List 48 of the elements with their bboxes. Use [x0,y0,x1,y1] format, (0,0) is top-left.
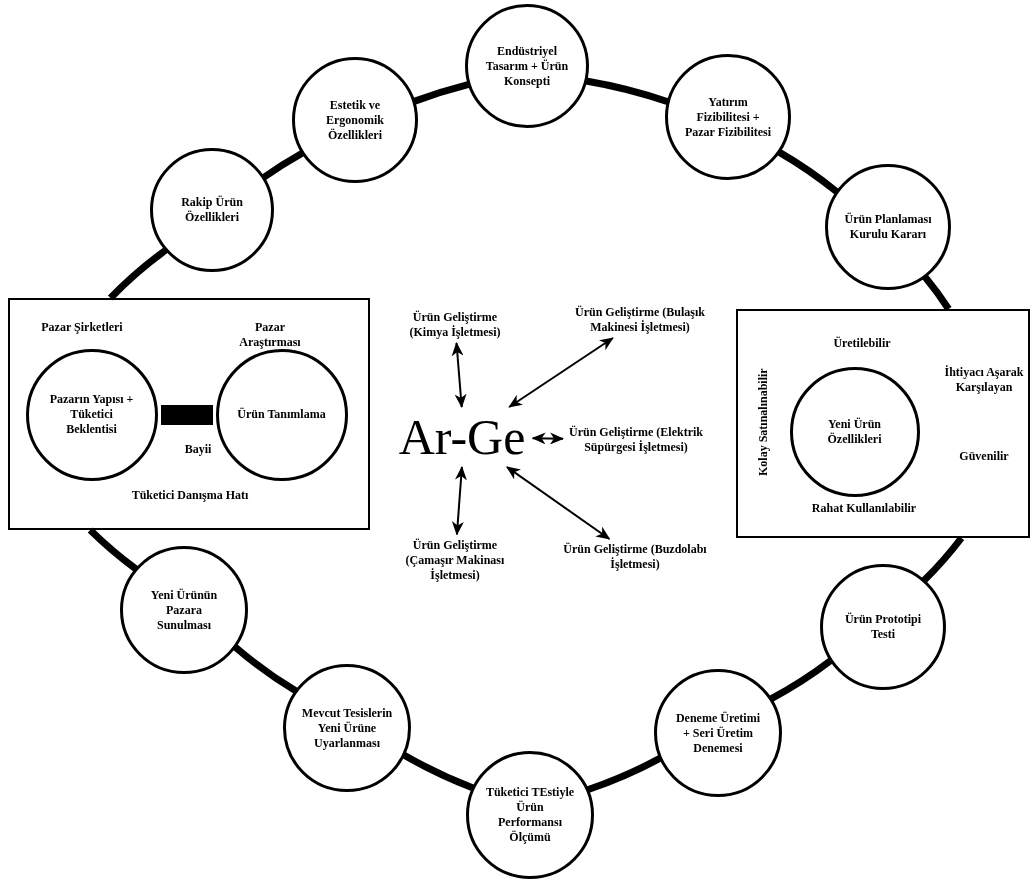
stage-label: Mevcut Tesislerin Yeni Ürüne Uyarlanması [301,705,393,751]
unit-label: Ürün Geliştirme (Elektrik Süpürgesi İşletmesi) [566,425,706,455]
panel-label: İhtiyacı Aşarak Karşılayan [944,365,1024,395]
ring-connector [108,247,168,301]
stage-label: Deneme Üretimi + Seri Üretim Denemesi [674,710,762,756]
stage-label: Estetik ve Ergonomik Özellikleri [325,97,385,143]
panel-label: Pazar Şirketleri [40,320,124,335]
double-arrow [505,466,611,540]
stage-label: Tüketici TEstiyle Ürün Performansı Ölçümü [484,785,576,845]
panel-label: Güvenilir [958,449,1010,464]
stage-label: Ürün Prototipi Testi [843,612,923,642]
ring-connector [777,149,840,195]
ring-connector [922,274,952,311]
ring-connector [261,149,305,181]
ring-connector [769,657,833,702]
stage-label: Yatırım Fizibilitesi + Pazar Fizibilitesi [683,94,773,140]
panel-label: Pazar Araştırması [238,320,302,350]
stage-label: Yeni Ürün Özellikleri [826,416,883,447]
stage-label: Ürün Tanımlama [236,407,327,422]
info-panel [8,298,370,530]
info-panel [736,309,1030,538]
stage-label: Endüstriyel Tasarım + Ürün Konsepti [484,43,570,89]
connector-bar [161,405,213,425]
double-arrow [531,432,564,445]
stage-label: Ürün Planlaması Kurulu Kararı [843,212,933,242]
panel-label: Tüketici Danışma Hatı [130,488,250,503]
center-title: Ar-Ge [398,410,530,464]
double-arrow [508,337,614,408]
ring-connector [232,644,298,695]
panel-label: Üretilebilir [832,336,892,351]
panel-label: Bayii [183,442,213,457]
vertical-label: Kolay Satınalınabilir [756,367,771,478]
stage-label: Yeni Ürünün Pazara Sunulması [149,587,219,633]
ring-connector [921,535,965,583]
panel-label: Rahat Kullanılabilir [810,501,918,516]
stage-label: Pazarın Yapısı + Tüketici Beklentisi [48,392,135,437]
double-arrow [451,342,467,408]
ring-connector [413,80,470,105]
ring-connector [586,755,662,794]
unit-label: Ürün Geliştirme (Buzdolabı İşletmesi) [560,542,710,572]
stage-label: Rakip Ürün Özellikleri [180,195,244,225]
ring-connector [585,77,669,106]
ring-connector [87,527,139,572]
unit-label: Ürün Geliştirme (Bulaşık Makinesi İşletmesi) [575,305,705,335]
ring-connector [402,751,475,792]
double-arrow [451,466,467,536]
unit-label: Ürün Geliştirme (Kimya İşletmesi) [395,310,515,340]
unit-label: Ürün Geliştirme (Çamaşır Makinası İşletmesi) [390,537,520,583]
